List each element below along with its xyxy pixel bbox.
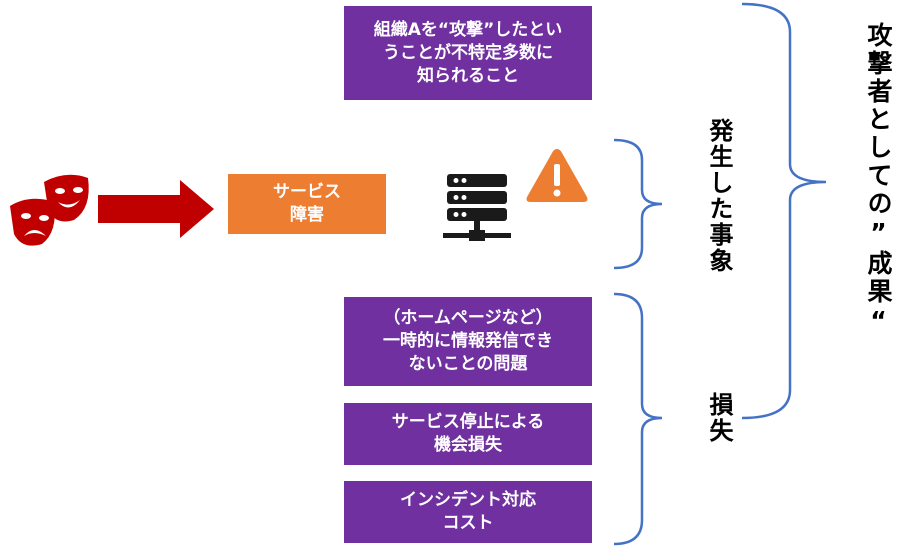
attack-known-line-1: 組織Aを“攻撃”したとい [373,19,563,40]
incident-line-1: インシデント対応 [400,490,536,510]
incident-box: インシデント対応 コスト [344,481,592,543]
attack-known-line-3: 知られること [417,65,519,86]
homepage-box: （ホームページなど） 一時的に情報発信でき ないことの問題 [344,297,592,386]
incident-line-2: コスト [442,513,494,533]
arrow-right-icon [98,180,214,238]
homepage-line-2: 一時的に情報発信でき [383,331,553,351]
server-icon [443,174,511,241]
occurred-label: 発生した事象 [705,118,733,274]
occurred-bracket [613,138,663,270]
attack-known-line-2: うことが不特定多数に [383,42,553,63]
service-failure-box: サービス 障害 [228,174,386,234]
service-failure-line-1: サービス [273,182,341,202]
theater-masks-icon [10,174,89,246]
homepage-line-1: （ホームページなど） [383,308,553,328]
loss-label: 損失 [705,392,733,444]
warning-icon [526,149,588,202]
result-label: 攻撃者としての”成果“ [864,22,893,338]
attack-known-box: 組織Aを“攻撃”したとい うことが不特定多数に 知られること [344,6,592,100]
service-stop-box: サービス停止による 機会損失 [344,403,592,465]
service-stop-line-1: サービス停止による [391,412,545,432]
result-bracket [741,2,827,420]
service-failure-line-2: 障害 [290,205,324,225]
loss-bracket [613,292,663,546]
service-stop-line-2: 機会損失 [434,435,502,455]
homepage-line-3: ないことの問題 [408,354,528,374]
